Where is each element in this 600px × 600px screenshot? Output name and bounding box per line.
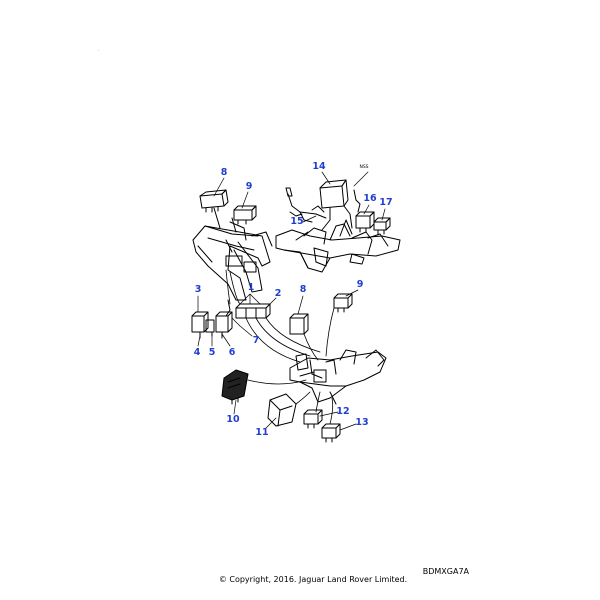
part-marking: NSS [359,165,369,170]
relay-16 [355,211,375,233]
callout-16: 16 [363,193,377,204]
callout-10: 10 [226,414,240,425]
wiring-harness-lines [225,269,335,425]
relay-14-module [319,179,353,231]
platform-upper-right [275,219,401,273]
relay-13 [321,423,341,443]
callout-13: 13 [355,417,369,428]
relay-12 [303,409,323,429]
harness-15 [285,187,361,223]
callout-8-upper: 8 [220,167,228,178]
callout-14: 14 [312,161,326,172]
callout-2: 2 [274,288,282,299]
relay-9-lower [333,293,353,313]
leader-lines [197,171,386,431]
callout-11: 11 [255,427,269,438]
relay-9-upper [233,205,257,225]
module-11 [267,393,297,427]
callout-6: 6 [228,347,236,358]
relay-8-lower [289,313,309,335]
callout-7: 7 [252,335,260,346]
callout-4: 4 [193,347,201,358]
callout-8-lower: 8 [299,284,307,295]
callout-9-lower: 9 [356,279,364,290]
relay-group-left [191,299,271,339]
corner-mark: . [98,47,100,52]
copyright-notice: © Copyright, 2016. Jaguar Land Rover Lim… [218,575,408,584]
callout-12: 12 [336,406,350,417]
callout-5: 5 [208,347,216,358]
callout-17: 17 [379,197,393,208]
relay-17 [373,217,391,235]
platform-lower [289,349,387,405]
callout-1: 1 [247,282,255,293]
relay-8-upper [199,189,229,213]
drawing-reference: BDMXGA7A [422,567,469,576]
relay-bracket-upper-left [192,207,273,301]
module-10 [221,369,249,405]
callout-15: 15 [290,216,304,227]
callout-9-upper: 9 [245,181,253,192]
callout-3: 3 [194,284,202,295]
